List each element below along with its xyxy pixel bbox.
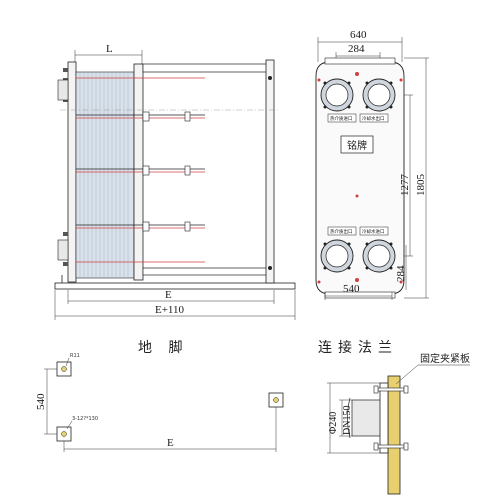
dim-R11-label: R11 [70, 353, 80, 359]
support-column [265, 59, 275, 284]
port-top-right [362, 78, 396, 112]
dim-E-label: E [165, 289, 172, 301]
nameplate-label: 铭牌 [347, 139, 367, 152]
dim-284-bottom-label: 284 [395, 265, 407, 282]
dim-dn150: DN150 [339, 399, 353, 437]
dim-1277-label: 1277 [399, 174, 411, 197]
plate-lines [79, 72, 129, 278]
dim-640-label: 640 [350, 29, 367, 41]
dim-540-foundation-label: 540 [35, 393, 47, 410]
plate-pack [75, 71, 135, 279]
dim-640: 640 [317, 29, 403, 62]
dim-L-label: L [106, 43, 113, 55]
flange-detail: 固定夹紧板 Φ240 DN150 [327, 352, 470, 495]
top-carrying-bar [142, 63, 271, 73]
port-label-top-right: 冷却水出口 [362, 115, 385, 122]
dim-E110: E+110 [54, 290, 296, 320]
dim-E-foundation-label: E [167, 437, 174, 449]
dim-540-side-label: 540 [343, 283, 360, 295]
foundation-title: 地 脚 [138, 340, 188, 356]
front-view: L [54, 43, 296, 320]
fixed-clamp-plate [387, 375, 401, 495]
fixed-frame-plate [67, 61, 77, 283]
flange-title: 连接法兰 [318, 339, 398, 356]
port-bottom-right [362, 239, 396, 273]
foundation-plan: R11 3-12?*130 540 E [35, 353, 284, 452]
dim-1805: 1805 [404, 57, 429, 299]
side-view: 640 284 热介质进口 冷却 [315, 29, 429, 300]
flange-bolts [373, 385, 409, 451]
hole-note: 3-12?*130 [72, 416, 98, 422]
callout-fixed-plate: 固定夹紧板 [420, 352, 470, 365]
port-bottom-left [320, 239, 354, 273]
dim-phi240: Φ240 [327, 382, 380, 454]
dim-284-bottom: 284 [395, 245, 407, 290]
dim-dn150-label: DN150 [342, 406, 353, 435]
dim-L: L [74, 43, 143, 70]
nameplate-box [340, 135, 374, 154]
dim-E-foundation: E [63, 407, 277, 452]
dim-1277: 1277 [399, 94, 413, 257]
dim-E110-label: E+110 [155, 304, 185, 316]
dim-540-foundation: 540 [35, 368, 57, 435]
dim-phi240-label: Φ240 [328, 412, 339, 434]
tightening-bolts [76, 77, 205, 263]
dim-540-side: 540 [324, 283, 393, 300]
port-label-bottom-right: 冷却水进口 [362, 228, 385, 235]
port-label-top-left: 热介质进口 [330, 115, 353, 122]
bottom-guide-bar [142, 267, 271, 276]
nozzles [57, 79, 69, 261]
dim-1805-label: 1805 [415, 174, 427, 197]
port-top-left [320, 78, 354, 112]
flange-ring [379, 382, 389, 454]
base-plate [54, 282, 296, 290]
dim-284-top-label: 284 [348, 43, 365, 55]
port-label-bottom-left: 热介质出口 [330, 228, 353, 235]
dim-E-front: E [67, 289, 275, 304]
